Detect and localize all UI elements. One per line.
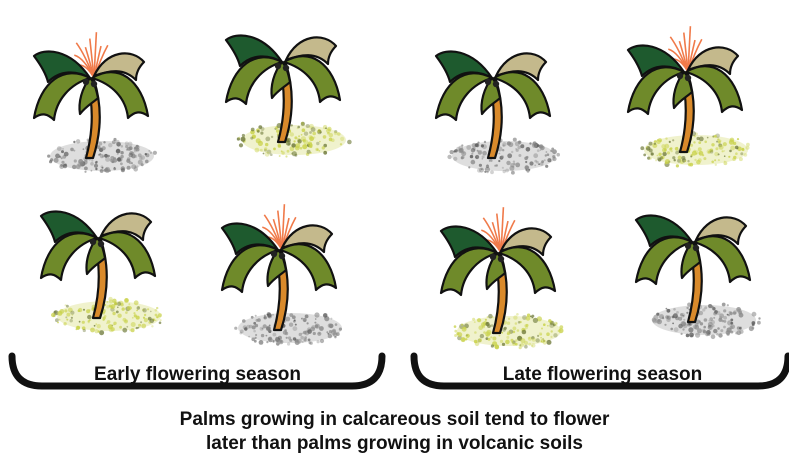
- coconut: [498, 256, 504, 262]
- palm-tree-icon: [636, 215, 761, 339]
- caption-line-1: Palms growing in calcareous soil tend to…: [0, 408, 789, 432]
- calcareous-soil-patch: [51, 297, 162, 335]
- palm-tree-icon: [41, 211, 162, 335]
- coconut: [493, 81, 499, 87]
- calcareous-soil-patch: [640, 131, 749, 167]
- coconut: [485, 79, 491, 85]
- coconut: [90, 239, 96, 245]
- coconut: [685, 75, 691, 81]
- palm-tree-icon: [226, 35, 352, 157]
- caption-line-2: later than palms growing in volcanic soi…: [0, 432, 789, 456]
- coconut: [83, 79, 89, 85]
- palm-tree-icon: [441, 207, 564, 349]
- palm-tree-icon: [34, 32, 157, 173]
- coconut: [91, 81, 97, 87]
- early-season-label: Early flowering season: [20, 364, 375, 386]
- volcanic-soil-patch: [652, 303, 761, 340]
- coconut: [685, 243, 691, 249]
- palms-layer: [34, 26, 761, 349]
- coconut: [98, 241, 104, 247]
- coconut: [490, 254, 496, 260]
- coconut: [693, 245, 699, 251]
- caption: Palms growing in calcareous soil tend to…: [0, 408, 789, 456]
- coconut: [677, 73, 683, 79]
- volcanic-soil-patch: [447, 138, 560, 175]
- volcanic-soil-patch: [234, 310, 342, 346]
- coconut: [283, 65, 289, 71]
- palm-tree-icon: [436, 51, 560, 174]
- coconut: [271, 251, 277, 257]
- late-season-label: Late flowering season: [420, 364, 785, 386]
- palm-tree-icon: [222, 204, 342, 345]
- coconut: [279, 253, 285, 259]
- palm-tree-icon: [628, 26, 750, 167]
- volcanic-soil-patch: [47, 138, 157, 173]
- coconut: [275, 63, 281, 69]
- calcareous-soil-patch: [454, 313, 564, 349]
- calcareous-soil-patch: [237, 122, 352, 158]
